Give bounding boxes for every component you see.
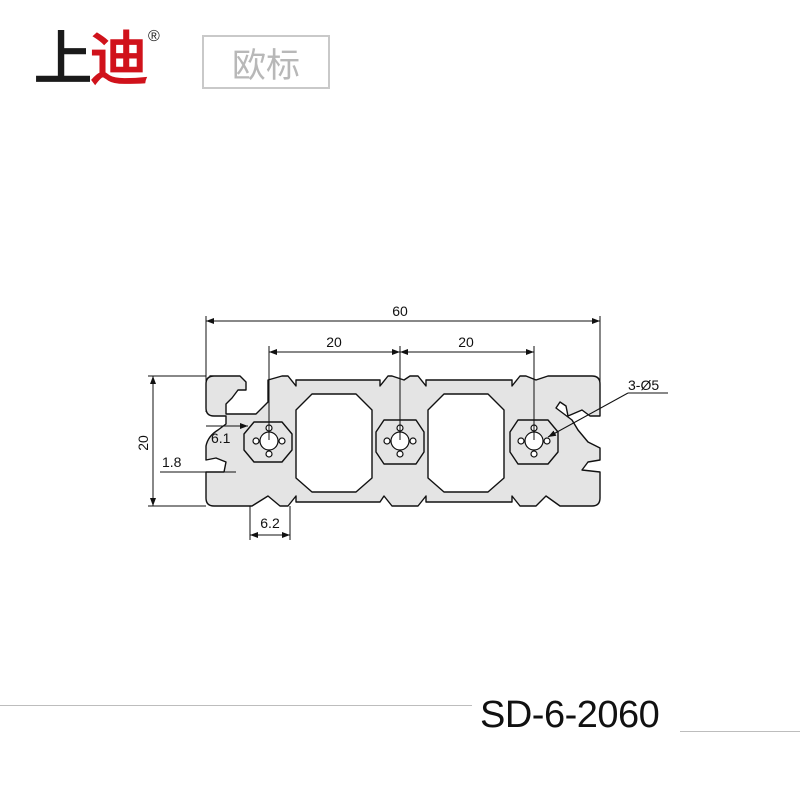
- dim-holes: 3-Ø5: [628, 377, 659, 393]
- dim-pitch-right: 20: [458, 334, 474, 350]
- cavity-left: [295, 393, 373, 493]
- hole-right: [517, 424, 551, 458]
- dim-overall-width: 60: [392, 303, 408, 319]
- footer-rule-left: [0, 705, 472, 706]
- dimension-lines: [148, 316, 668, 540]
- hole-left: [252, 424, 286, 458]
- footer-rule-right: [680, 731, 800, 732]
- dim-slot-depth: 6.1: [211, 430, 231, 446]
- standard-badge: 欧标: [202, 35, 330, 89]
- dim-height: 20: [135, 435, 151, 451]
- brand-logo: 上迪 ®: [34, 28, 160, 90]
- cavity-right: [427, 393, 505, 493]
- brand-name: 上迪: [34, 25, 148, 93]
- model-number: SD-6-2060: [480, 694, 660, 736]
- dim-wall: 1.8: [162, 454, 182, 470]
- dim-pitch-left: 20: [326, 334, 342, 350]
- dim-slot-width: 6.2: [260, 515, 280, 531]
- registered-mark: ®: [148, 28, 160, 45]
- profile-section: [205, 375, 601, 507]
